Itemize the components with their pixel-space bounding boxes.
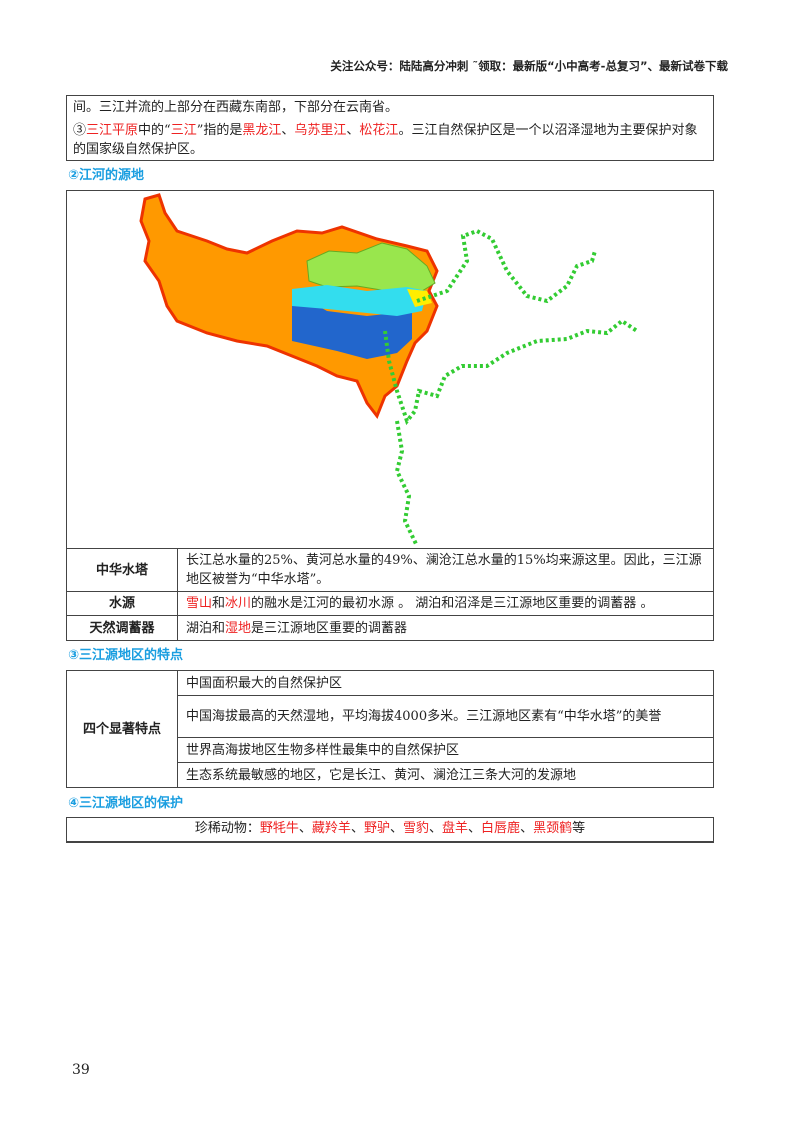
- table-row: 生态系统最敏感的地区，它是长江、黄河、澜沧江三条大河的发源地: [67, 762, 714, 788]
- section-heading: ④三江源地区的保护: [68, 796, 184, 811]
- table-row: 四个显著特点中国面积最大的自然保护区: [66, 670, 714, 788]
- text-segment: 中的“: [138, 123, 171, 138]
- feature-item: 中国海拔最高的天然湿地，平均海拔4000多米。三江源地区素有“中华水塔”的美誉: [177, 695, 714, 738]
- highlighted-text: 雪豹: [402, 821, 429, 836]
- highlighted-text: 黑龙江: [242, 123, 282, 138]
- section-heading: ③三江源地区的特点: [68, 648, 184, 663]
- row-key: 四个显著特点: [66, 670, 178, 788]
- highlighted-text: 藏羚羊: [311, 821, 351, 836]
- table-row: 中国海拔最高的天然湿地，平均海拔4000多米。三江源地区素有“中华水塔”的美誉: [67, 695, 714, 738]
- text-segment: 和: [212, 596, 226, 611]
- text-segment: ”指的是: [196, 123, 243, 138]
- text-segment: 、: [346, 123, 360, 138]
- text-segment: 、: [429, 821, 443, 836]
- row-key: 水源: [66, 591, 178, 616]
- features-table: 四个显著特点中国面积最大的自然保护区 中国海拔最高的天然湿地，平均海拔4000多…: [66, 670, 714, 788]
- text-segment: 湖泊和: [186, 620, 226, 636]
- feature-item: 中国面积最大的自然保护区: [177, 670, 714, 696]
- row-value: 雪山和冰川的融水是江河的最初水源 。 湖泊和沼泽是三江源地区重要的调蓄器 。: [177, 591, 714, 616]
- intro-box: 间。三江并流的上部分在西藏东南部，下部分在云南省。 ③三江平原中的“三江”指的是…: [66, 95, 714, 161]
- intro-line: 间。三江并流的上部分在西藏东南部，下部分在云南省。: [73, 100, 399, 115]
- page-header: 关注公众号：陆陆高分冲刺 ˜领取：最新版“小中高考-总复习”、最新试卷下载: [330, 59, 728, 73]
- map-figure: [66, 190, 714, 549]
- text-segment: 、: [520, 821, 534, 836]
- feature-item: 世界高海拔地区生物多样性最集中的自然保护区: [177, 737, 714, 763]
- text-segment: 是三江源地区重要的调蓄器: [251, 620, 408, 636]
- table-row: 天然调蓄器湖泊和湿地是三江源地区重要的调蓄器: [66, 615, 714, 641]
- row-value: 湖泊和湿地是三江源地区重要的调蓄器: [177, 615, 714, 641]
- rivers: [383, 228, 639, 547]
- row-key: 中华水塔: [66, 548, 178, 592]
- water-source-table: 中华水塔长江总水量的25%、黄河总水量的49%、澜沧江总水量的15%均来源这里。…: [66, 548, 714, 641]
- highlighted-text: 松花江: [359, 123, 399, 138]
- highlighted-text: 雪山: [186, 596, 213, 611]
- text-segment: 、: [389, 821, 403, 836]
- section-heading: ②江河的源地: [68, 168, 145, 183]
- row-value: 长江总水量的25%、黄河总水量的49%、澜沧江总水量的15%均来源这里。因此，三…: [177, 548, 714, 592]
- text-segment: 长江总水量的25%、黄河总水量的49%、澜沧江总水量的15%均来源这里。因此，三…: [186, 553, 702, 587]
- text-segment: 等: [572, 821, 586, 836]
- text-segment: 、: [468, 821, 482, 836]
- page-number: 39: [72, 1062, 90, 1078]
- yellow-patch: [407, 289, 432, 307]
- highlighted-text: 黑颈鹤: [533, 821, 573, 836]
- highlighted-text: 白唇鹿: [481, 821, 521, 836]
- text-segment: 、: [281, 123, 295, 138]
- text-segment: 、: [298, 821, 312, 836]
- highlighted-text: 三江平原: [86, 123, 139, 138]
- row-key: 天然调蓄器: [66, 615, 178, 641]
- sanjiangyuan-map: [139, 193, 639, 547]
- highlighted-text: 冰川: [225, 596, 252, 611]
- table-row: 水源雪山和冰川的融水是江河的最初水源 。 湖泊和沼泽是三江源地区重要的调蓄器 。: [66, 591, 714, 616]
- cyan-region-top: [292, 285, 427, 316]
- highlighted-text: 三江: [170, 123, 197, 138]
- cyan-region-side: [292, 291, 412, 359]
- highlighted-text: 野驴: [363, 821, 390, 836]
- feature-item: 生态系统最敏感的地区，它是长江、黄河、澜沧江三条大河的发源地: [177, 762, 714, 788]
- table-row: 中华水塔长江总水量的25%、黄河总水量的49%、澜沧江总水量的15%均来源这里。…: [66, 548, 714, 592]
- text-segment: 的融水是江河的最初水源 。 湖泊和沼泽是三江源地区重要的调蓄器 。: [251, 596, 654, 611]
- text-segment: 、: [350, 821, 364, 836]
- intro-paragraph: ③三江平原中的“三江”指的是黑龙江、乌苏里江、松花江。三江自然保护区是一个以沼泽…: [67, 121, 713, 159]
- highlighted-text: 野牦牛: [259, 821, 299, 836]
- highlighted-text: 盘羊: [442, 821, 469, 836]
- rare-animals-line: 珍稀动物：野牦牛、藏羚羊、野驴、雪豹、盘羊、白唇鹿、黑颈鹤等: [195, 821, 585, 836]
- highlighted-text: 乌苏里江: [294, 123, 347, 138]
- highlighted-text: 湿地: [225, 620, 252, 636]
- text-segment: 。三江自然保护区是一个以沼泽湿地为主要保护对象的国家级自然保护区。: [73, 123, 698, 157]
- text-segment: ③: [73, 123, 87, 138]
- protection-box: 珍稀动物：野牦牛、藏羚羊、野驴、雪豹、盘羊、白唇鹿、黑颈鹤等: [66, 817, 714, 843]
- text-segment: 珍稀动物：: [194, 821, 260, 836]
